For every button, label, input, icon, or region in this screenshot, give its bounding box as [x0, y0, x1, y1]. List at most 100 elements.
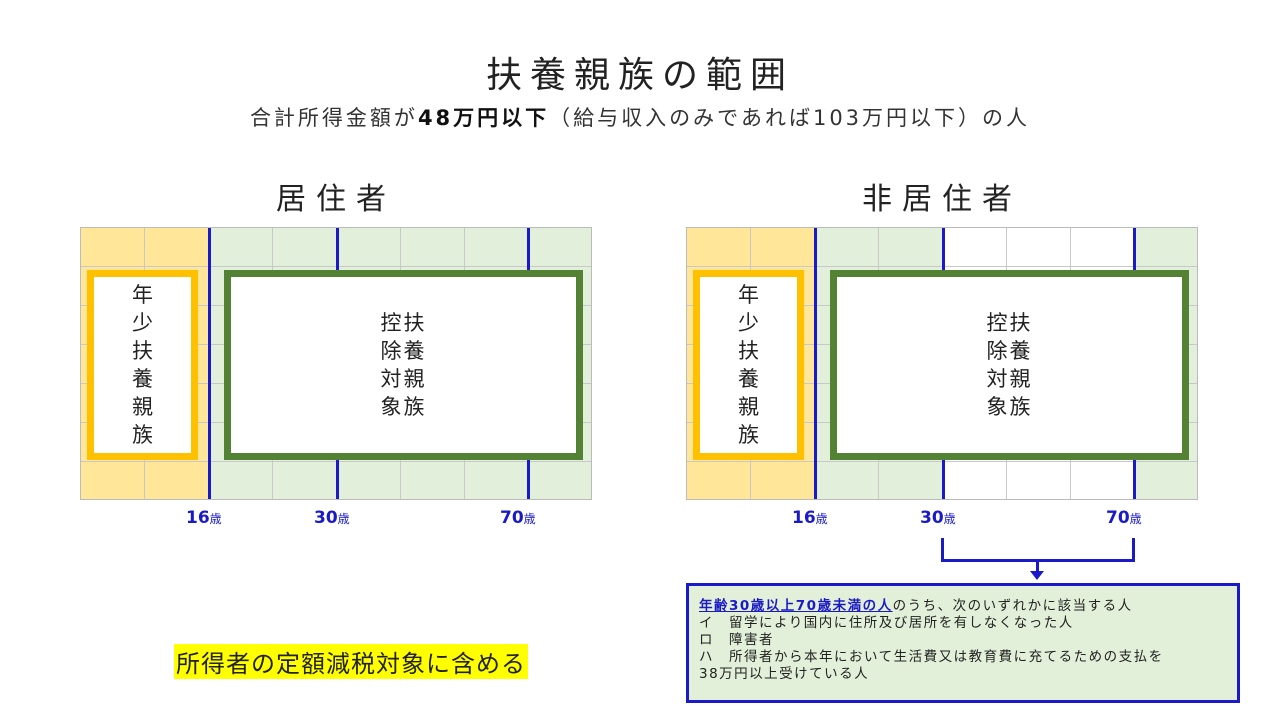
- arrow-down-icon: [1030, 571, 1044, 580]
- grid-cell: [529, 462, 591, 499]
- label-char: 族: [132, 423, 153, 447]
- grid-cell: [879, 462, 943, 499]
- label-char: 養: [132, 367, 153, 391]
- age-value: 30: [920, 508, 944, 528]
- age-range-bracket: [941, 538, 1135, 562]
- note-line-4: ハ 所得者から本年において生活費又は教育費に充てるための支払を: [699, 649, 1164, 665]
- age-unit: 歳: [337, 512, 350, 526]
- label-char: 年: [738, 283, 759, 307]
- grid-cell: [687, 462, 751, 499]
- grid-cell: [209, 462, 273, 499]
- footer-highlight: 所得者の定額減税対象に含める: [174, 644, 528, 679]
- age-unit: 歳: [209, 512, 222, 526]
- label-char: 少: [738, 311, 759, 335]
- age-grid-resident: 年少扶養親族控扶除養対親象族: [80, 227, 592, 500]
- age-value: 16: [186, 508, 210, 528]
- bracket-stem: [1036, 560, 1039, 572]
- subtitle-prefix: 合計所得金額が: [249, 106, 418, 130]
- grid-cell: [337, 228, 401, 267]
- grid-cell: [943, 462, 1007, 499]
- grid-cell: [879, 228, 943, 267]
- label-line: 除養: [986, 339, 1033, 363]
- note-line-1-rest: のうち、次のいずれかに該当する人: [892, 598, 1133, 614]
- deductible-dependent-box: 控扶除養対親象族: [224, 270, 583, 460]
- note-line-3: ロ 障害者: [699, 632, 774, 648]
- age-label-16: 16歳: [186, 508, 222, 528]
- young-dependent-box: 年少扶養親族: [693, 270, 804, 460]
- panel-title-resident: 居住者: [276, 182, 396, 217]
- page-title: 扶養親族の範囲: [485, 55, 794, 96]
- grid-cell: [81, 462, 145, 499]
- age-boundary-line: [814, 228, 817, 499]
- label-char: 扶: [132, 339, 153, 363]
- grid-cell: [1071, 228, 1135, 267]
- grid-cell: [465, 228, 529, 267]
- grid-cell: [273, 462, 337, 499]
- grid-cell: [337, 462, 401, 499]
- note-line-1: 年齢30歳以上70歳未満の人のうち、次のいずれかに該当する人: [699, 598, 1227, 615]
- label-line: 象族: [380, 395, 427, 419]
- age-unit: 歳: [815, 512, 828, 526]
- note-line-2: イ 留学により国内に住所及び居所を有しなくなった人: [699, 615, 1074, 631]
- label-char: 養: [738, 367, 759, 391]
- label-char: 親: [738, 395, 759, 419]
- label-line: 対親: [986, 367, 1033, 391]
- grid-cell: [273, 228, 337, 267]
- grid-cell: [209, 228, 273, 267]
- note-highlight: 年齢30歳以上70歳未満の人: [699, 598, 893, 614]
- grid-cell: [815, 228, 879, 267]
- grid-cell: [1135, 462, 1197, 499]
- age-value: 30: [314, 508, 338, 528]
- grid-cell: [81, 228, 145, 267]
- age-value: 70: [1106, 508, 1130, 528]
- label-char: 族: [738, 423, 759, 447]
- age-unit: 歳: [943, 512, 956, 526]
- grid-cell: [1007, 228, 1071, 267]
- subtitle-bold: 48万円以下: [417, 106, 550, 130]
- age-unit: 歳: [1129, 512, 1142, 526]
- label-line: 除養: [380, 339, 427, 363]
- label-line: 対親: [380, 367, 427, 391]
- note-line-5: 38万円以上受けている人: [699, 666, 870, 682]
- grid-cell: [943, 228, 1007, 267]
- deductible-dependent-label: 控扶除養対親象族: [837, 309, 1182, 421]
- grid-cell: [751, 462, 815, 499]
- grid-cell: [401, 462, 465, 499]
- subtitle-suffix: （給与収入のみであれば103万円以下）の人: [549, 106, 1031, 130]
- label-line: 象族: [986, 395, 1033, 419]
- label-char: 親: [132, 395, 153, 419]
- panel-title-nonresident: 非居住者: [862, 182, 1022, 217]
- label-char: 年: [132, 283, 153, 307]
- label-char: 扶: [738, 339, 759, 363]
- grid-cell: [529, 228, 591, 267]
- grid-cell: [687, 228, 751, 267]
- age-label-16: 16歳: [792, 508, 828, 528]
- age-label-30: 30歳: [314, 508, 350, 528]
- deductible-dependent-label: 控扶除養対親象族: [231, 309, 576, 421]
- grid-cell: [751, 228, 815, 267]
- age-unit: 歳: [523, 512, 536, 526]
- nonresident-conditions-note: 年齢30歳以上70歳未満の人のうち、次のいずれかに該当する人 イ 留学により国内…: [686, 583, 1240, 703]
- deductible-dependent-box: 控扶除養対親象族: [830, 270, 1189, 460]
- grid-cell: [145, 462, 209, 499]
- age-value: 16: [792, 508, 816, 528]
- label-line: 控扶: [380, 311, 427, 335]
- label-line: 控扶: [986, 311, 1033, 335]
- age-value: 70: [500, 508, 524, 528]
- grid-cell: [1007, 462, 1071, 499]
- grid-cell: [1135, 228, 1197, 267]
- page-subtitle: 合計所得金額が48万円以下（給与収入のみであれば103万円以下）の人: [0, 102, 1280, 132]
- grid-cell: [145, 228, 209, 267]
- young-dependent-label: 年少扶養親族: [94, 281, 191, 449]
- young-dependent-box: 年少扶養親族: [87, 270, 198, 460]
- age-boundary-line: [208, 228, 211, 499]
- age-label-30: 30歳: [920, 508, 956, 528]
- age-label-70: 70歳: [500, 508, 536, 528]
- grid-cell: [401, 228, 465, 267]
- grid-cell: [815, 462, 879, 499]
- label-char: 少: [132, 311, 153, 335]
- grid-cell: [465, 462, 529, 499]
- grid-cell: [1071, 462, 1135, 499]
- age-label-70: 70歳: [1106, 508, 1142, 528]
- age-grid-nonresident: 年少扶養親族控扶除養対親象族: [686, 227, 1198, 500]
